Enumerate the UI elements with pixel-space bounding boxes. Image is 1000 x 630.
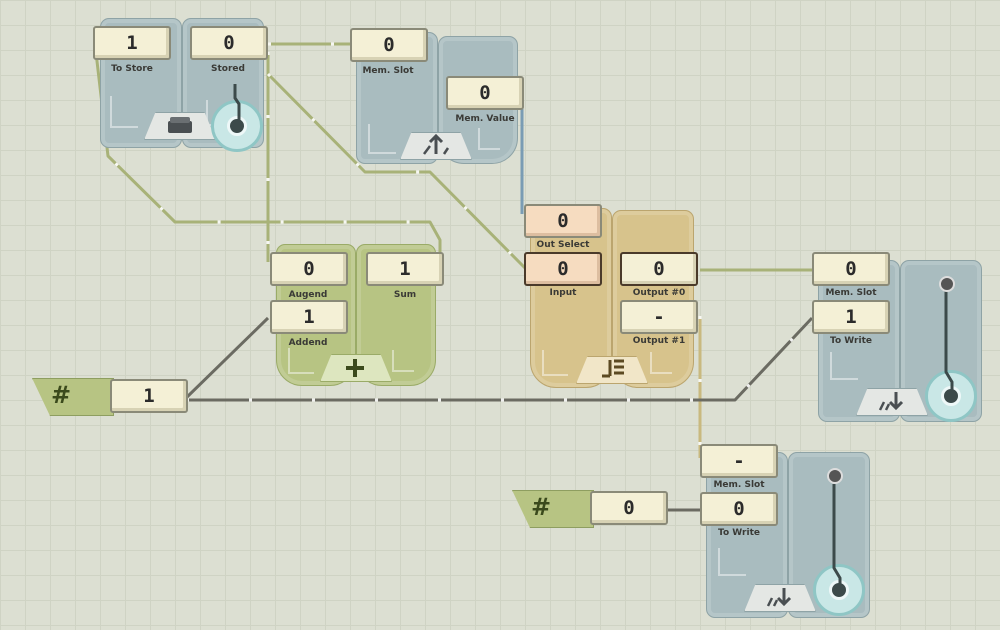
write2-mem-slot-label: Mem. Slot [713,480,765,490]
circuit-trace [368,124,396,154]
mem-value-label: Mem. Value [455,114,515,124]
addend-field[interactable]: 1 [270,300,348,334]
write1-to-write-label: To Write [830,336,872,346]
write2-dial-knob[interactable] [813,564,865,616]
addend-label: Addend [288,338,328,348]
store-dial-knob[interactable] [211,100,263,152]
wire-stored-to-demux-input [266,72,527,270]
stored-field[interactable]: 0 [190,26,268,60]
read-mem-slot-field[interactable]: 0 [350,28,428,62]
read-memory-node[interactable]: 0 Mem. Slot 0 Mem. Value [348,28,524,168]
circuit-trace [718,548,746,576]
circuit-trace [542,350,568,376]
demux-icon [602,359,624,378]
hash-icon: # [51,381,72,409]
output1-field[interactable]: - [620,300,698,334]
circuit-trace [650,352,672,374]
circuit-trace [288,348,314,374]
constant-node-2[interactable]: # 0 [512,490,672,530]
stored-label: Stored [211,64,245,74]
add-node[interactable]: 0 Augend 1 Sum 1 Addend [268,240,444,392]
sum-field[interactable]: 1 [366,252,444,286]
lever-pin-icon[interactable] [827,468,843,484]
write1-to-write-field[interactable]: 1 [812,300,890,334]
demux-input-field[interactable]: 0 [524,252,602,286]
wire-const1-to-towrite [186,316,814,402]
constant-node-1[interactable]: # 1 [32,378,192,418]
output0-label: Output #0 [632,288,686,298]
write2-to-write-field[interactable]: 0 [700,492,778,526]
augend-label: Augend [288,290,328,300]
circuit-trace [830,352,858,380]
write-memory-node-2[interactable]: - Mem. Slot 0 To Write [698,444,878,620]
to-store-label: To Store [111,64,153,74]
hash-icon: # [531,493,552,521]
write2-mem-slot-field[interactable]: - [700,444,778,478]
circuit-trace [110,96,138,128]
circuit-trace [478,128,500,150]
augend-field[interactable]: 0 [270,252,348,286]
add-badge [320,354,392,382]
sum-label: Sum [393,290,417,300]
read-arrow-icon [423,134,450,155]
write-memory-node-1[interactable]: 0 Mem. Slot 1 To Write [810,252,990,424]
out-select-field[interactable]: 0 [524,204,602,238]
constant-tag: # [512,490,594,528]
wire-const1-to-addend [184,316,270,400]
to-store-field[interactable]: 1 [93,26,171,60]
demux-input-label: Input [549,288,577,298]
demux-node[interactable]: 0 Out Select 0 Input 0 Output #0 - Outpu… [524,204,702,392]
lever-icon [832,484,842,586]
out-select-label: Out Select [536,240,590,250]
circuit-trace [392,350,414,372]
demux-badge [576,356,648,384]
read-mem-slot-label: Mem. Slot [362,66,414,76]
write-arrow-icon [766,588,792,607]
plus-icon [346,359,364,377]
box-icon [168,117,192,133]
store-node[interactable]: 1 To Store 0 Stored [93,16,276,156]
lever-icon [944,290,954,392]
write1-mem-slot-field[interactable]: 0 [812,252,890,286]
write1-mem-slot-label: Mem. Slot [825,288,877,298]
lever-pin-icon[interactable] [939,276,955,292]
write2-to-write-label: To Write [718,528,760,538]
dial-wire-icon [233,84,241,124]
output1-label: Output #1 [632,336,686,346]
write-arrow-icon [878,392,904,411]
output0-field[interactable]: 0 [620,252,698,286]
mem-value-field[interactable]: 0 [446,76,524,110]
constant-tag: # [32,378,114,416]
constant-1-field[interactable]: 1 [110,379,188,413]
constant-2-field[interactable]: 0 [590,491,668,525]
